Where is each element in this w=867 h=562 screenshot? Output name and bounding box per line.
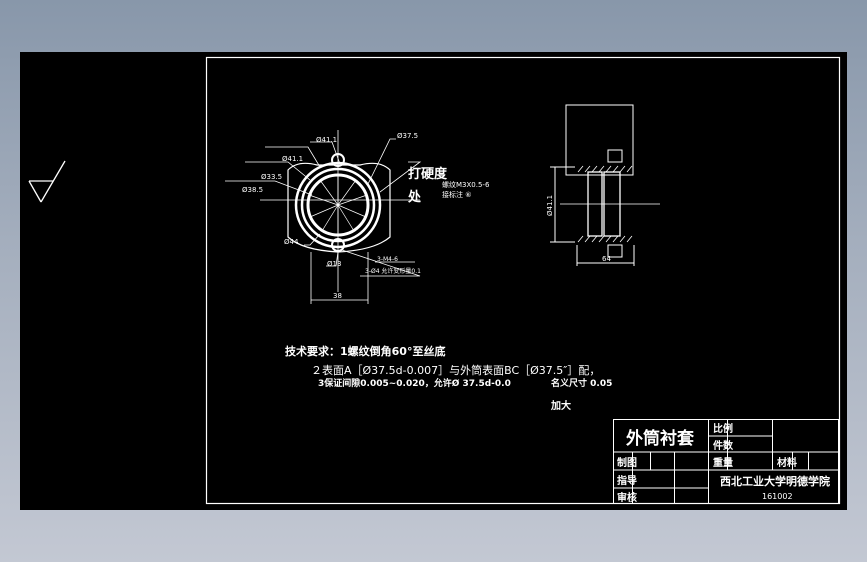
guide-label: 指导 [617,474,637,487]
note-hole-2: 3-Ø4 允许变形量0.1 [365,267,421,275]
tech-req-line4: 加大 [550,399,571,412]
dim-d7: Ø13 [327,260,341,268]
tech-req-line3b: 名义尺寸 0.05 [551,377,612,389]
tech-req-line1: 技术要求：1螺纹倒角60°至丝底 [285,344,445,358]
drawing-canvas[interactable]: Ø41.1 Ø37.5 Ø41.1 Ø33.5 Ø38.5 Ø44 Ø13 38… [20,52,847,510]
note-hole-1: 3-M4-6 [377,256,398,263]
material-label: 材料 [777,456,797,469]
front-view [225,130,422,304]
weight-label: 重量 [713,456,733,469]
side-dim-height: Ø41.1 [546,195,554,216]
qty-label: 件数 [713,439,734,452]
drawing-frame [205,56,841,505]
note-thread-1: 螺纹M3X0.5-6 [442,180,490,189]
cad-viewport[interactable]: Ø41.1 Ø37.5 Ø41.1 Ø33.5 Ø38.5 Ø44 Ø13 38… [20,52,847,510]
dim-d6: Ø44 [284,238,299,246]
dim-d4: Ø33.5 [261,173,282,181]
dim-d1: Ø41.1 [316,136,337,144]
scale-label: 比例 [713,422,733,435]
dim-width: 38 [333,292,342,300]
drawing-number: 161002 [762,492,793,501]
dim-d5: Ø38.5 [242,186,263,194]
school-name: 西北工业大学明德学院 [720,474,830,488]
part-name: 外筒衬套 [626,428,695,449]
roughness-check-icon [28,160,66,203]
side-dim-length: 64 [602,255,611,263]
dim-d3: Ø41.1 [282,155,303,163]
side-view [550,104,660,266]
tech-req-line3: 3保证间隙0.005~0.020，允许Ø 37.5d-0.0 [318,377,511,389]
tech-req-line2: ２表面A［Ø37.5d-0.007］与外筒表面BC［Ø37.5″］配， [311,363,600,377]
section-hatching [577,165,633,243]
note-place: 处 [407,189,422,205]
dim-d2: Ø37.5 [397,132,418,140]
note-hardness: 打硬度 [408,166,448,182]
title-block [613,419,839,504]
check-label: 审核 [617,491,637,504]
drawn-label: 制图 [617,456,637,469]
note-thread-2: 接标注 ⑥ [442,190,472,199]
